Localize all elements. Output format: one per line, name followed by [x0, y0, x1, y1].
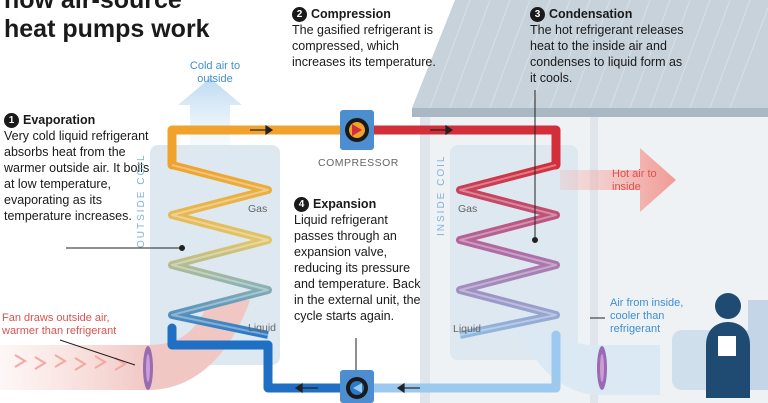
- fan-icon: [143, 346, 153, 390]
- step-heading: Expansion: [313, 197, 377, 211]
- step-condensation: 3 Condensation The hot refrigerant releas…: [530, 6, 690, 86]
- outside-coil-label: OUTSIDE COIL: [136, 153, 147, 248]
- expansion-valve-icon: [340, 370, 374, 403]
- step-compression: 2 Compression The gasified refrigerant is…: [292, 6, 442, 70]
- gas-label-inside: Gas: [458, 203, 478, 215]
- hot-air-label: Hot air to inside: [612, 168, 657, 193]
- step-number-badge: 4: [294, 197, 309, 212]
- step-body: Very cold liquid refrigerant absorbs hea…: [4, 129, 150, 223]
- step-number-badge: 3: [530, 7, 545, 22]
- compressor-icon: [340, 110, 374, 150]
- gas-label-outside: Gas: [248, 203, 268, 215]
- step-body: The gasified refrigerant is compressed, …: [292, 23, 436, 69]
- liquid-label-inside: Liquid: [453, 323, 482, 335]
- person-icon: [672, 293, 768, 398]
- cold-air-arrow: [178, 78, 242, 145]
- page-title: how air-source heat pumps work: [4, 0, 210, 43]
- step-heading: Condensation: [549, 7, 633, 21]
- air-inside-label: Air from inside, cooler than refrigerant: [610, 297, 684, 335]
- step-heading: Compression: [311, 7, 391, 21]
- liquid-label-outside: Liquid: [248, 322, 277, 334]
- inside-coil-label: INSIDE COIL: [436, 154, 447, 236]
- step-evaporation: 1 Evaporation Very cold liquid refrigeran…: [4, 112, 154, 224]
- compressor-label: COMPRESSOR: [318, 157, 399, 169]
- fan-icon: [597, 346, 607, 390]
- cold-air-label: Cold air to outside: [189, 60, 241, 85]
- outside-coil: [168, 161, 272, 339]
- hot-air-arrow: [560, 148, 676, 212]
- step-number-badge: 2: [292, 7, 307, 22]
- flow-arrows: [250, 124, 454, 394]
- step-heading: Evaporation: [23, 113, 96, 127]
- step-body: Liquid refrigerant passes through an exp…: [294, 213, 421, 323]
- step-number-badge: 1: [4, 113, 19, 128]
- step-body: The hot refrigerant releases heat to the…: [530, 23, 684, 85]
- inside-coil: [456, 161, 560, 339]
- fan-outside-label: Fan draws outside air, warmer than refri…: [2, 312, 117, 337]
- step-expansion: 4 Expansion Liquid refrigerant passes thr…: [294, 196, 424, 324]
